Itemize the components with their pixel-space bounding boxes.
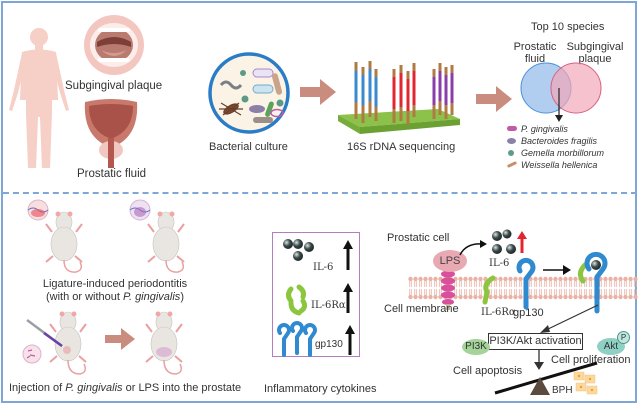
lps-receptor-icon bbox=[441, 270, 455, 310]
periodontitis-line2-italic: P. gingivalis bbox=[123, 291, 181, 303]
species-item: Weissella hellenica bbox=[506, 159, 604, 171]
akt-bubble: Akt bbox=[597, 338, 625, 355]
injection-prefix: Injection of bbox=[9, 382, 66, 394]
injection-label: Injection of P. gingivalis or LPS into t… bbox=[9, 382, 241, 394]
species-name: Bacteroides fragilis bbox=[521, 136, 598, 146]
bph-cells-icon bbox=[573, 371, 598, 395]
prostatic-cell-label: Prostatic cell bbox=[387, 232, 450, 244]
venn-right-circle bbox=[550, 62, 602, 114]
mouse-periodontitis-icon bbox=[27, 199, 83, 273]
mouse-periodontitis-pg-icon bbox=[129, 199, 185, 273]
pi3k-bubble: PI3K bbox=[462, 339, 490, 355]
species-bacteria-icon bbox=[507, 126, 517, 131]
arrow-right-icon bbox=[300, 79, 336, 105]
periodontitis-label: Ligature-induced periodontitis (with or … bbox=[30, 278, 200, 304]
injection-italic: P. gingivalis bbox=[65, 382, 123, 394]
species-bacteria-icon bbox=[508, 150, 514, 156]
venn-title: Top 10 species bbox=[531, 21, 605, 33]
il6-receptor-complex-icon bbox=[577, 251, 608, 314]
mouse-injection-icon bbox=[22, 311, 87, 375]
down-arrow-icon bbox=[534, 350, 544, 370]
balance-seesaw-icon bbox=[494, 361, 598, 395]
periodontitis-line1: Ligature-induced periodontitis bbox=[42, 278, 188, 290]
up-arrow-icon bbox=[345, 325, 355, 355]
injection-suffix: or LPS into the prostate bbox=[122, 382, 242, 394]
species-list: P. gingivalis Bacteroides fragilis Gemel… bbox=[506, 123, 604, 171]
petri-dish-icon bbox=[208, 52, 290, 134]
cytokine-gp130-label: gp130 bbox=[315, 339, 343, 350]
species-name: Weissella hellenica bbox=[521, 160, 598, 170]
species-name: Gemella morbillorum bbox=[521, 148, 605, 158]
gp130-label: gp130 bbox=[513, 307, 544, 319]
section-divider bbox=[3, 192, 637, 194]
gp130-molecule-icon bbox=[277, 321, 317, 357]
il6-label: IL-6 bbox=[489, 258, 510, 269]
il6ra-label: IL-6Rα bbox=[481, 307, 516, 318]
species-bacteria-icon bbox=[506, 161, 518, 168]
bph-label: BPH bbox=[552, 385, 573, 396]
species-bacteria-icon bbox=[507, 138, 516, 144]
cell-proliferation-label: Cell proliferation bbox=[551, 354, 631, 366]
up-arrow-icon bbox=[343, 240, 353, 270]
species-item: Gemella morbillorum bbox=[507, 147, 604, 159]
cytokines-caption: Inflammatory cytokines bbox=[264, 383, 377, 395]
arrow-right-icon bbox=[105, 328, 135, 350]
up-arrow-icon bbox=[343, 283, 353, 313]
cytokines-box bbox=[272, 232, 360, 357]
species-item: Bacteroides fragilis bbox=[507, 135, 604, 147]
lps-bubble: LPS bbox=[433, 250, 467, 272]
species-name: P. gingivalis bbox=[521, 124, 568, 134]
venn-diagram bbox=[520, 62, 602, 122]
venn-right-line1: Subgingival bbox=[566, 41, 624, 53]
periodontitis-line2-prefix: (with or without bbox=[46, 291, 124, 303]
diagonal-arrow-icon bbox=[540, 304, 599, 333]
il6ra-receptor-icon bbox=[482, 275, 496, 305]
il6ra-molecule-icon bbox=[286, 284, 308, 316]
sequencing-label: 16S rDNA sequencing bbox=[347, 141, 456, 153]
arrow-right-icon bbox=[476, 86, 512, 112]
il6-molecule-icon bbox=[283, 239, 314, 261]
venn-left-line1: Prostatic bbox=[513, 41, 557, 53]
bacterial-culture-label: Bacterial culture bbox=[209, 141, 288, 153]
venn-left-line2: fluid bbox=[524, 53, 546, 65]
sequencing-chip-icon bbox=[338, 61, 460, 134]
species-item: P. gingivalis bbox=[507, 123, 604, 135]
venn-right-line2: plaque bbox=[578, 53, 612, 65]
venn-right-set-label: Subgingival plaque bbox=[560, 41, 630, 65]
venn-left-set-label: Prostatic fluid bbox=[505, 41, 565, 65]
cytokine-il6ra-label: IL-6Rα bbox=[311, 300, 346, 311]
human-body-icon bbox=[9, 28, 69, 168]
periodontitis-line2-suffix: ) bbox=[180, 291, 184, 303]
phospho-badge: P bbox=[617, 331, 630, 344]
mouse-prostate-treated-icon bbox=[145, 311, 183, 375]
curved-arrow-icon bbox=[459, 240, 487, 256]
arrow-right-icon bbox=[543, 265, 571, 275]
red-up-arrow-icon bbox=[517, 231, 527, 253]
prostate-icon bbox=[84, 99, 138, 168]
gp130-receptor-icon bbox=[516, 257, 536, 310]
mouth-icon bbox=[84, 15, 144, 75]
subgingival-plaque-label: Subgingival plaque bbox=[65, 80, 163, 92]
cytokine-il6-label: IL-6 bbox=[313, 262, 334, 273]
prostatic-fluid-label: Prostatic fluid bbox=[77, 168, 147, 180]
pi3k-akt-activation-box: PI3K/Akt activation bbox=[488, 333, 583, 350]
cell-apoptosis-label: Cell apoptosis bbox=[453, 365, 523, 377]
il6-molecule-icon bbox=[492, 229, 516, 254]
cell-membrane-label: Cell membrane bbox=[384, 303, 459, 315]
